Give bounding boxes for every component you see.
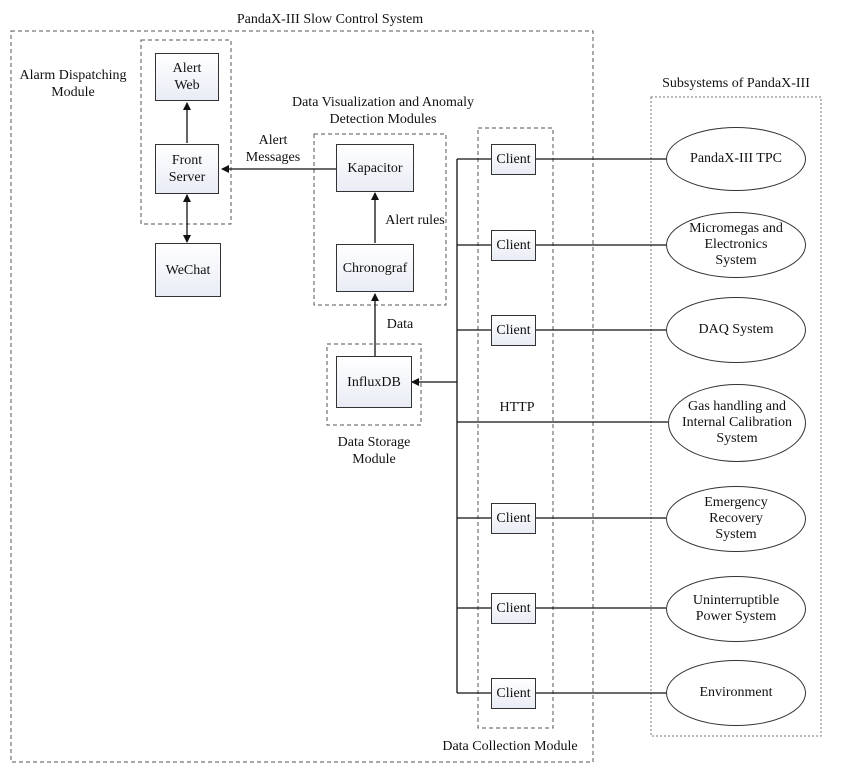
visualization-module-border <box>313 133 447 306</box>
client-node: Client <box>491 503 536 534</box>
slow-control-system-border <box>10 30 594 763</box>
http-label: HTTP <box>499 400 535 415</box>
subsystems-border <box>650 96 822 737</box>
collection-module-title: Data Collection Module <box>442 739 578 754</box>
chronograf-node: Chronograf <box>336 244 414 292</box>
influxdb-node: InfluxDB <box>336 356 412 408</box>
subsystem-tpc: PandaX-III TPC <box>666 127 806 191</box>
subsystem-environment: Environment <box>666 660 806 726</box>
data-label: Data <box>386 317 414 332</box>
wechat-node: WeChat <box>155 243 221 297</box>
client-node: Client <box>491 315 536 346</box>
alert-messages-label: Alert Messages <box>245 133 301 165</box>
subsystem-emergency-recovery: Emergency Recovery System <box>666 486 806 552</box>
kapacitor-node: Kapacitor <box>336 144 414 192</box>
alert-web-node: Alert Web <box>155 53 219 101</box>
client-node: Client <box>491 230 536 261</box>
client-node: Client <box>491 593 536 624</box>
subsystem-gas-handling: Gas handling and Internal Calibration Sy… <box>668 384 806 462</box>
subsystem-ups: Uninterruptible Power System <box>666 576 806 642</box>
storage-module-title: Data Storage Module <box>337 435 411 467</box>
subsystems-title: Subsystems of PandaX-III <box>662 76 810 91</box>
visualization-module-title: Data Visualization and Anomaly Detection… <box>291 95 475 127</box>
client-node: Client <box>491 144 536 175</box>
subsystem-micromegas: Micromegas and Electronics System <box>666 212 806 278</box>
collection-module-border <box>477 127 554 729</box>
storage-module-border <box>326 343 422 426</box>
system-title: PandaX-III Slow Control System <box>236 12 424 27</box>
alarm-module-title: Alarm Dispatching Module <box>19 68 127 100</box>
front-server-node: Front Server <box>155 144 219 194</box>
alert-rules-label: Alert rules <box>385 213 445 228</box>
subsystem-daq: DAQ System <box>666 297 806 363</box>
client-node: Client <box>491 678 536 709</box>
